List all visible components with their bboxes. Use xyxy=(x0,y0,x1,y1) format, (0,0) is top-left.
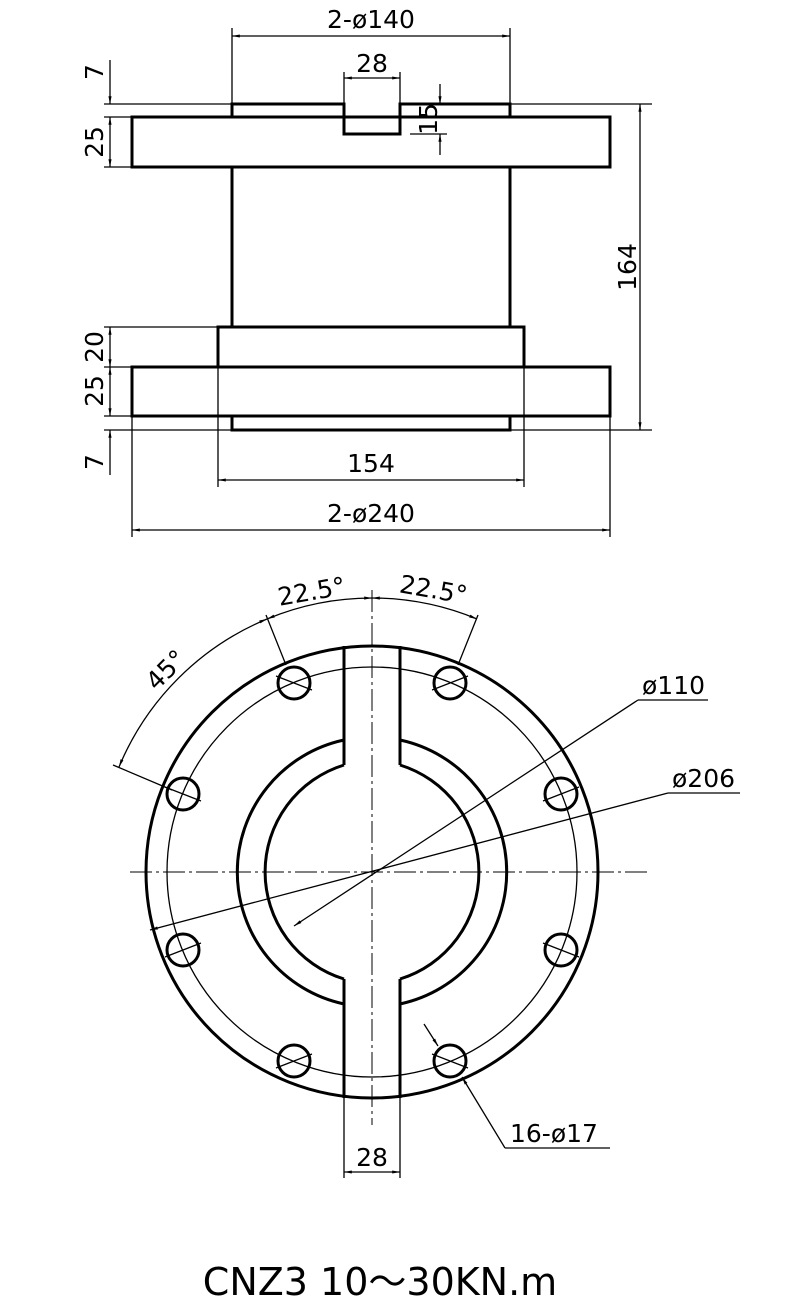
dim-slot-width: 28 xyxy=(356,49,388,78)
angle-45-label: 45° xyxy=(140,644,192,696)
dim-bolt-circle-label: ø206 xyxy=(672,764,735,793)
bolt-hole xyxy=(432,665,468,701)
side-view: 2-ø140 28 15 164 7 25 20 25 7 154 xyxy=(80,5,652,537)
bolt-hole xyxy=(165,776,201,812)
angle-dimensions: 22.5° 22.5° 45° xyxy=(112,569,479,791)
bolt-hole xyxy=(276,665,312,701)
dim-boss-width: 154 xyxy=(347,449,395,478)
top-flange xyxy=(130,115,612,169)
dimensions: 2-ø140 28 15 164 7 25 20 25 7 154 xyxy=(80,5,652,537)
plan-view: 22.5° 22.5° 45° ø110 ø206 16-ø17 28 xyxy=(112,569,740,1178)
dim-boss-height: 20 xyxy=(80,331,109,363)
lower-boss xyxy=(216,325,526,369)
dim-top-diameter: 2-ø140 xyxy=(327,5,415,34)
slot-bottom xyxy=(342,979,402,1098)
top-plate xyxy=(230,102,512,136)
leaders: ø110 ø206 16-ø17 28 xyxy=(149,671,740,1178)
bolt-hole xyxy=(432,1043,468,1079)
bolt-hole xyxy=(165,932,201,968)
dim-holes-label: 16-ø17 xyxy=(510,1119,598,1148)
bottom-flange xyxy=(130,365,612,418)
dim-total-height: 164 xyxy=(613,243,642,291)
dim-slot-width-plan: 28 xyxy=(356,1143,388,1172)
angle-right-label: 22.5° xyxy=(397,569,469,609)
dim-bottom-plate: 7 xyxy=(80,454,109,470)
dim-bottom-flange: 25 xyxy=(80,375,109,407)
center-lines xyxy=(130,590,648,1125)
dim-top-flange: 25 xyxy=(80,126,109,158)
slot-top xyxy=(342,646,402,765)
body xyxy=(230,167,512,327)
angle-left-label: 22.5° xyxy=(275,571,347,611)
bolt-hole xyxy=(543,776,579,812)
dim-top-plate: 7 xyxy=(80,64,109,80)
bolt-holes xyxy=(164,665,580,1079)
dim-bore-label: ø110 xyxy=(642,671,705,700)
bottom-plate xyxy=(230,416,512,432)
bolt-hole xyxy=(276,1043,312,1079)
dim-slot-depth: 15 xyxy=(414,103,443,135)
drawing-title: CNZ3 10～30KN.m xyxy=(203,1260,557,1303)
bolt-hole xyxy=(543,932,579,968)
dim-flange-diameter: 2-ø240 xyxy=(327,499,415,528)
